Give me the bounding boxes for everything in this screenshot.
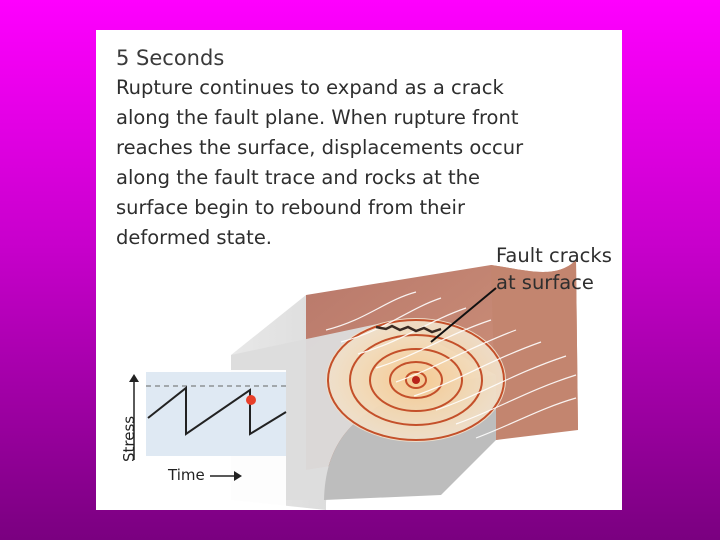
caption-line-4: along the fault trace and rocks at the [116, 163, 596, 193]
caption-line-5: surface begin to rebound from their [116, 193, 596, 223]
callout-line-1: Fault cracks [496, 242, 612, 269]
fault-crack-callout: Fault cracks at surface [496, 242, 612, 296]
rupture-contours [326, 318, 506, 442]
slide-panel: Stress Time 5 Seconds Rupture continues … [96, 30, 622, 510]
slide-heading: 5 Seconds [116, 45, 596, 71]
hypocenter [412, 376, 420, 384]
caption-block: 5 Seconds Rupture continues to expand as… [116, 45, 596, 253]
caption-line-2: along the fault plane. When rupture fron… [116, 103, 596, 133]
graph-ylabel: Stress [120, 416, 138, 462]
stress-time-graph: Stress Time [96, 370, 286, 510]
caption-line-3: reaches the surface, displacements occur [116, 133, 596, 163]
current-stress-point [246, 395, 256, 405]
graph-xlabel: Time [167, 466, 205, 484]
caption-line-1: Rupture continues to expand as a crack [116, 73, 596, 103]
callout-line-2: at surface [496, 269, 612, 296]
